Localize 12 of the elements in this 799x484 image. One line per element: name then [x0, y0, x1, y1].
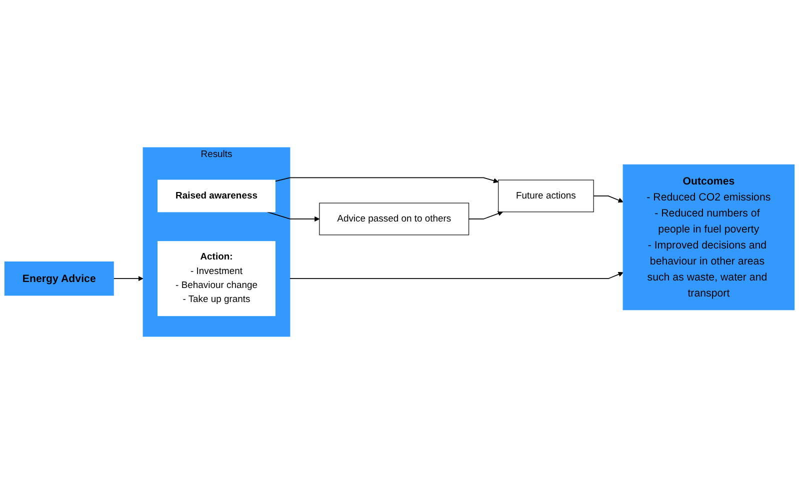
arrow [113, 276, 144, 282]
node-box: Future actions [498, 180, 594, 212]
node-box: Advice passed on to others [319, 202, 470, 236]
arrow [468, 211, 503, 220]
node-box: Energy Advice [4, 261, 114, 296]
node-box: Outcomes - Reduced CO2 emissions - Reduced numbers of people in fuel poverty - Improved decisions and behaviour in other areas such as waste, water and transport [622, 164, 795, 310]
arrow [593, 196, 624, 203]
arrow [289, 272, 624, 280]
arrow [274, 177, 499, 184]
arrow [266, 211, 320, 222]
node-box: Action: - Investment - Behaviour change - Take up grants [158, 241, 276, 316]
node-box: Raised awareness [158, 180, 276, 212]
